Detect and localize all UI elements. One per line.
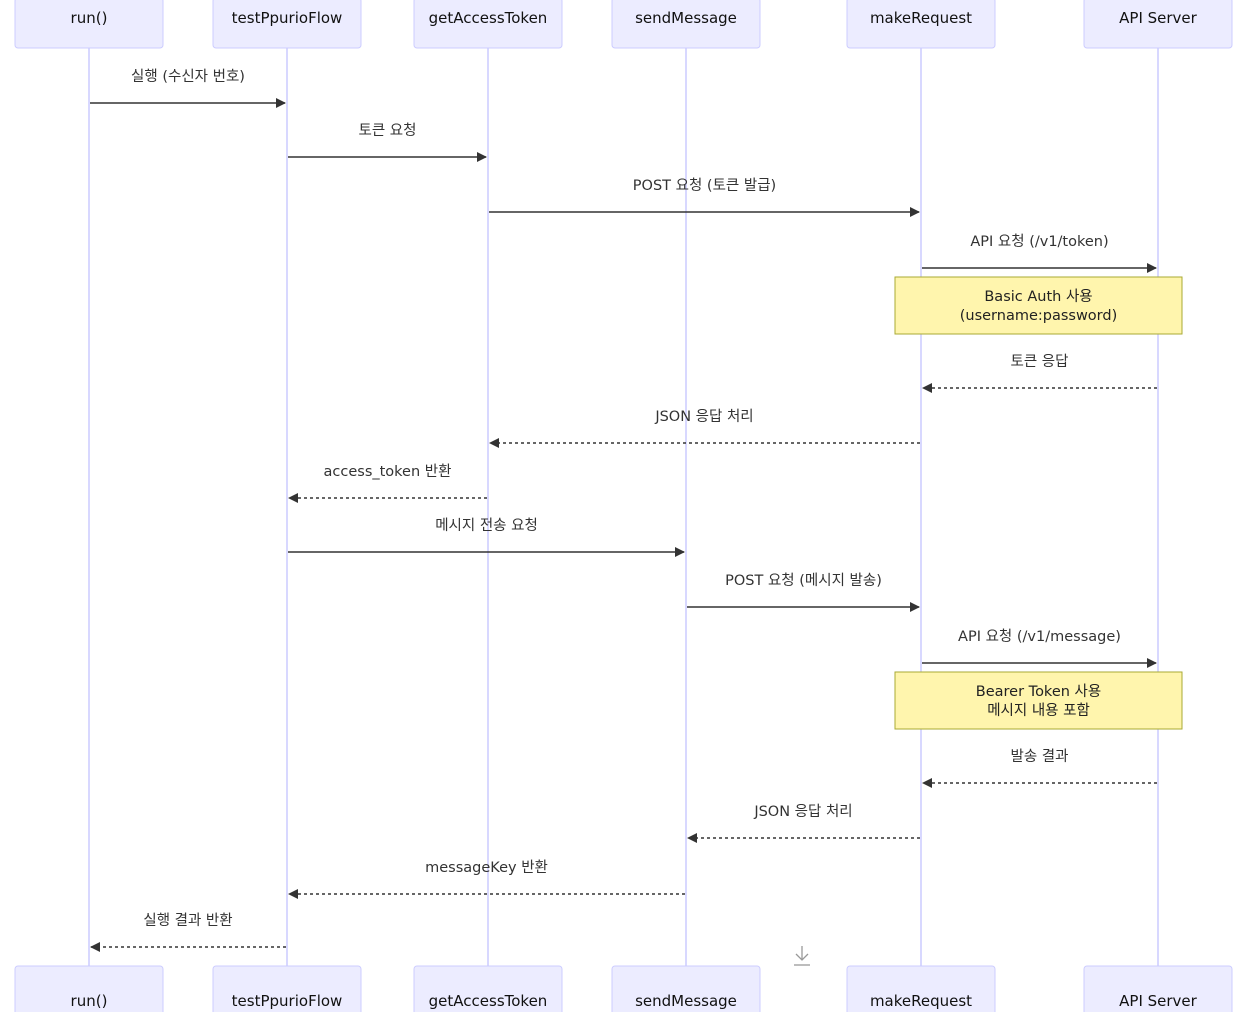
actor-label: run() [71,9,108,27]
message-label: JSON 응답 처리 [753,803,852,820]
message-send-to-req: POST 요청 (메시지 발송) [687,572,920,612]
actor-box [14,965,164,1012]
actor-top-run: run() [14,0,164,49]
message-label: API 요청 (/v1/message) [958,628,1121,645]
message-flow-to-token: 토큰 요청 [288,122,487,162]
actor-box [1083,0,1233,49]
message-api-to-req: 토큰 응답 [922,353,1157,393]
actor-box [14,0,164,49]
actor-label: getAccessToken [429,9,548,27]
message-label: access_token 반환 [324,463,452,480]
actor-label: makeRequest [870,9,972,27]
actor-label: API Server [1119,992,1198,1010]
actor-box [846,0,996,49]
message-run-to-flow: 실행 (수신자 번호) [90,68,286,108]
message-label: POST 요청 (메시지 발송) [725,572,882,589]
actor-bottom-send: sendMessage [611,965,761,1012]
actor-bottom-run: run() [14,965,164,1012]
download-icon[interactable] [794,946,810,966]
message-label: 실행 결과 반환 [143,912,232,929]
actor-bottom-flow: testPpurioFlow [212,965,362,1012]
actor-label: getAccessToken [429,992,548,1010]
message-label: 토큰 요청 [359,122,417,139]
actor-label: run() [71,992,108,1010]
message-token-to-req: POST 요청 (토큰 발급) [489,177,920,217]
actor-label: testPpurioFlow [232,992,343,1010]
actor-bottom-token: getAccessToken [413,965,563,1012]
message-token-to-flow: access_token 반환 [288,463,487,503]
actor-label: sendMessage [635,992,737,1010]
actor-box [212,965,362,1012]
actor-box [846,965,996,1012]
message-flow-to-run: 실행 결과 반환 [90,912,286,952]
actor-top-token: getAccessToken [413,0,563,49]
actor-box [413,965,563,1012]
note-line: Bearer Token 사용 [976,683,1101,700]
message-label: 실행 (수신자 번호) [131,68,245,85]
message-req-to-send: JSON 응답 처리 [687,803,920,843]
message-req-to-api: API 요청 (/v1/message) [922,628,1157,668]
actor-label: sendMessage [635,9,737,27]
note-line: Basic Auth 사용 [984,288,1092,305]
note: Basic Auth 사용 (username:password) [894,276,1183,335]
message-label: 메시지 전송 요청 [435,517,538,534]
message-send-to-flow: messageKey 반환 [288,859,685,899]
actor-top-api: API Server [1083,0,1233,49]
note-box [894,276,1183,335]
actor-top-send: sendMessage [611,0,761,49]
actor-box [212,0,362,49]
actor-label: makeRequest [870,992,972,1010]
message-label: messageKey 반환 [425,859,548,876]
actor-box [611,0,761,49]
actor-label: API Server [1119,9,1198,27]
actor-label: testPpurioFlow [232,9,343,27]
actor-box [413,0,563,49]
actor-top-req: makeRequest [846,0,996,49]
actor-box [1083,965,1233,1012]
message-label: JSON 응답 처리 [654,408,753,425]
actor-top-flow: testPpurioFlow [212,0,362,49]
message-label: 발송 결과 [1011,748,1069,765]
message-label: POST 요청 (토큰 발급) [633,177,776,194]
actor-bottom-req: makeRequest [846,965,996,1012]
note-box [894,671,1183,730]
message-flow-to-send: 메시지 전송 요청 [288,517,685,557]
note-line: 메시지 내용 포함 [987,702,1090,719]
message-req-to-token: JSON 응답 처리 [489,408,920,448]
message-req-to-api: API 요청 (/v1/token) [922,233,1157,273]
message-label: 토큰 응답 [1011,353,1069,370]
message-api-to-req: 발송 결과 [922,748,1157,788]
note-line: (username:password) [960,308,1118,324]
actor-bottom-api: API Server [1083,965,1233,1012]
message-label: API 요청 (/v1/token) [970,233,1108,250]
actor-box [611,965,761,1012]
